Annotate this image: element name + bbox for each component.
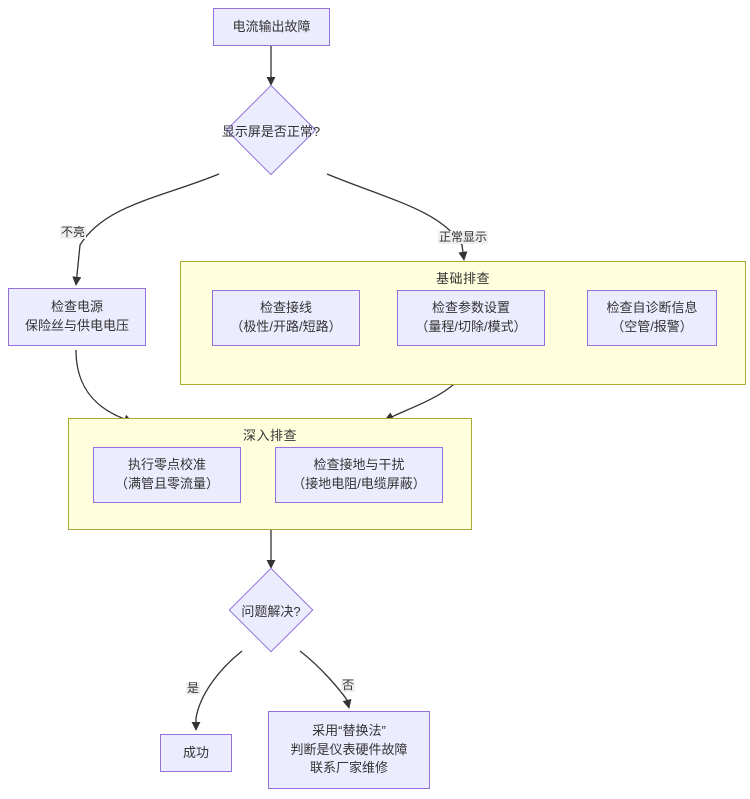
node-zero-calibration[interactable]: 执行零点校准 （满管且零流量） — [93, 447, 241, 503]
node-replacement-method-line3: 联系厂家维修 — [309, 760, 388, 776]
node-check-parameters[interactable]: 检查参数设置 （量程/切除/模式） — [397, 290, 545, 346]
node-check-self-diagnosis-line1: 检查自诊断信息 — [606, 300, 698, 316]
node-check-self-diagnosis-line2: （空管/报警） — [611, 319, 693, 334]
node-success-label: 成功 — [182, 744, 209, 760]
node-replacement-method[interactable]: 采用“替换法” 判断是仪表硬件故障 联系厂家维修 — [268, 711, 430, 789]
node-check-parameters-line2: （量程/切除/模式） — [415, 319, 527, 334]
decision-display-label: 显示屏是否正常? — [221, 123, 321, 139]
node-decision-display-normal[interactable]: 显示屏是否正常? — [196, 84, 346, 176]
edge-label-normal-display: 正常显示 — [438, 230, 489, 245]
node-check-self-diagnosis[interactable]: 检查自诊断信息 （空管/报警） — [587, 290, 717, 346]
node-check-grounding-line2: （接地电阻/电缆屏蔽） — [292, 476, 426, 491]
edge-solved-to-success — [191, 650, 243, 731]
node-check-power[interactable]: 检查电源 保险丝与供电电压 — [8, 288, 146, 346]
node-decision-problem-solved[interactable]: 问题解决? — [211, 567, 331, 653]
edge-label-not-lit: 不亮 — [60, 225, 87, 240]
edge-label-yes: 是 — [186, 681, 201, 696]
edge-label-no: 否 — [341, 678, 356, 693]
cluster-basic-title: 基础排查 — [435, 271, 490, 286]
edge-display-to-basic — [326, 173, 468, 261]
node-success[interactable]: 成功 — [160, 734, 232, 772]
node-replacement-method-line2: 判断是仪表硬件故障 — [290, 741, 408, 757]
cluster-deep-title: 深入排查 — [242, 428, 297, 443]
node-check-power-line2: 保险丝与供电电压 — [24, 318, 129, 333]
node-check-power-line1: 检查电源 — [50, 299, 103, 315]
node-check-parameters-line1: 检查参数设置 — [431, 300, 510, 316]
node-check-wiring-line2: （极性/开路/短路） — [230, 319, 342, 334]
node-replacement-method-line1: 采用“替换法” — [312, 722, 386, 738]
node-zero-calibration-line1: 执行零点校准 — [127, 457, 206, 473]
node-check-grounding-line1: 检查接地与干扰 — [313, 457, 405, 473]
node-start-label: 电流输出故障 — [232, 18, 311, 34]
decision-solved-label: 问题解决? — [241, 603, 301, 619]
node-start-current-output-fault[interactable]: 电流输出故障 — [213, 8, 330, 46]
node-check-wiring-line1: 检查接线 — [259, 300, 312, 316]
edge-power-to-deep — [75, 349, 133, 424]
node-zero-calibration-line2: （满管且零流量） — [114, 476, 219, 491]
node-check-wiring[interactable]: 检查接线 （极性/开路/短路） — [212, 290, 360, 346]
node-check-grounding[interactable]: 检查接地与干扰 （接地电阻/电缆屏蔽） — [275, 447, 443, 503]
